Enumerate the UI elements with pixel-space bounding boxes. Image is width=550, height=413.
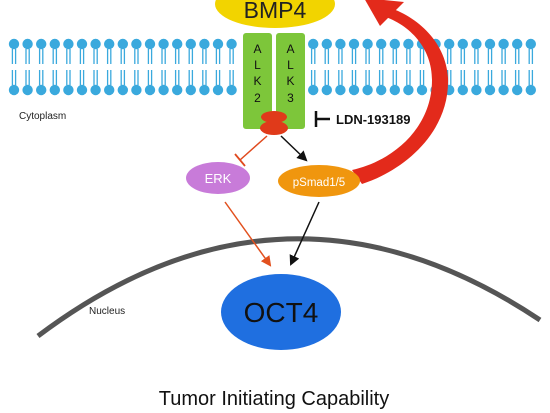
phospholipid xyxy=(416,70,428,96)
phospholipid xyxy=(444,38,455,64)
psmad-node xyxy=(278,165,360,197)
phospholipid xyxy=(376,38,387,64)
phospholipid xyxy=(484,70,496,96)
bmp4-ligand xyxy=(215,0,335,28)
phospholipid xyxy=(36,38,47,64)
nucleus-label: Nucleus xyxy=(89,306,125,317)
phospholipid xyxy=(22,38,33,64)
receptor-alk2 xyxy=(243,33,272,129)
phospholipid xyxy=(158,70,169,96)
phospholipid xyxy=(199,38,210,64)
phospholipid xyxy=(131,70,142,96)
phospholipid xyxy=(403,38,414,64)
receptor-alk3-letter: L xyxy=(287,58,294,72)
phospholipid xyxy=(389,38,400,64)
phospholipid xyxy=(457,70,468,96)
phospholipid xyxy=(90,38,101,64)
phospholipid xyxy=(158,38,169,64)
phospholipid xyxy=(212,38,224,64)
nuclear-envelope xyxy=(36,236,542,338)
cytoplasm-label: Cytoplasm xyxy=(19,111,66,122)
feedback-arrow-head xyxy=(365,0,404,26)
kinase-domain-lower xyxy=(260,121,288,135)
phospholipid xyxy=(104,70,115,96)
phospholipid xyxy=(185,70,196,96)
alk-to-erk-inhibition xyxy=(239,135,268,161)
phospholipid xyxy=(172,38,183,64)
phospholipid xyxy=(8,38,20,64)
phospholipid xyxy=(144,70,156,96)
phospholipid xyxy=(49,38,60,64)
phospholipid xyxy=(321,70,332,96)
phospholipid xyxy=(376,70,387,96)
phospholipid xyxy=(226,70,237,96)
phospholipid xyxy=(49,70,60,96)
receptor-alk2-letter: K xyxy=(253,74,261,88)
receptor-alk3 xyxy=(276,33,305,129)
kinase-domain-upper xyxy=(261,111,287,123)
phospholipid xyxy=(36,70,47,96)
psmad-label: pSmad1/5 xyxy=(293,177,345,189)
phospholipid xyxy=(8,70,20,96)
phospholipid xyxy=(131,38,142,64)
outcome-title: Tumor Initiating Capability xyxy=(159,388,389,410)
oct4-label: OCT4 xyxy=(244,297,319,328)
phospholipid xyxy=(104,38,115,64)
phospholipid xyxy=(63,38,74,64)
phospholipid xyxy=(348,70,360,96)
erk-label: ERK xyxy=(205,171,232,186)
phospholipid xyxy=(335,70,346,96)
feedback-arrow-body xyxy=(352,6,449,184)
phospholipid xyxy=(185,38,196,64)
phospholipid xyxy=(512,70,523,96)
receptor-alk2-letter: A xyxy=(253,42,261,56)
phospholipid xyxy=(484,38,496,64)
erk-node xyxy=(186,162,250,194)
bmp4-label: BMP4 xyxy=(244,0,307,23)
phospholipid xyxy=(512,38,523,64)
phospholipid xyxy=(498,38,509,64)
receptor-alk2-letter: 2 xyxy=(254,91,261,105)
phospholipid xyxy=(403,70,414,96)
phospholipid xyxy=(226,38,237,64)
phospholipid xyxy=(348,38,360,64)
phospholipid xyxy=(76,70,88,96)
phospholipid xyxy=(525,70,536,96)
phospholipid xyxy=(471,38,482,64)
receptor-alk2-letter: L xyxy=(254,58,261,72)
phospholipid xyxy=(471,70,482,96)
phospholipid xyxy=(172,70,183,96)
oct4-node xyxy=(221,274,341,350)
phospholipid xyxy=(498,70,509,96)
phospholipid xyxy=(457,38,468,64)
phospholipid xyxy=(308,38,319,64)
phospholipid xyxy=(362,70,373,96)
receptor-alk3-letter: K xyxy=(286,74,294,88)
phospholipid xyxy=(76,38,88,64)
phospholipid xyxy=(199,70,210,96)
phospholipid xyxy=(22,70,33,96)
cell-membrane xyxy=(8,38,536,96)
phospholipid xyxy=(525,38,536,64)
psmad-to-oct4-arrow xyxy=(289,201,320,266)
phospholipid xyxy=(308,70,319,96)
phospholipid xyxy=(389,70,400,96)
phospholipid xyxy=(144,38,156,64)
phospholipid xyxy=(117,38,128,64)
alk-to-psmad-arrow xyxy=(280,135,308,162)
phospholipid xyxy=(117,70,128,96)
phospholipid xyxy=(362,38,373,64)
phospholipid xyxy=(90,70,101,96)
alk-to-erk-inhibition-bar xyxy=(234,153,246,167)
receptor-alk3-letter: 3 xyxy=(287,91,294,105)
erk-to-oct4-arrow xyxy=(224,201,272,267)
phospholipid xyxy=(212,70,224,96)
phospholipid xyxy=(335,38,346,64)
phospholipid xyxy=(321,38,332,64)
phospholipid xyxy=(63,70,74,96)
inhibitor-label: LDN-193189 xyxy=(336,112,410,127)
receptor-alk3-letter: A xyxy=(286,42,294,56)
